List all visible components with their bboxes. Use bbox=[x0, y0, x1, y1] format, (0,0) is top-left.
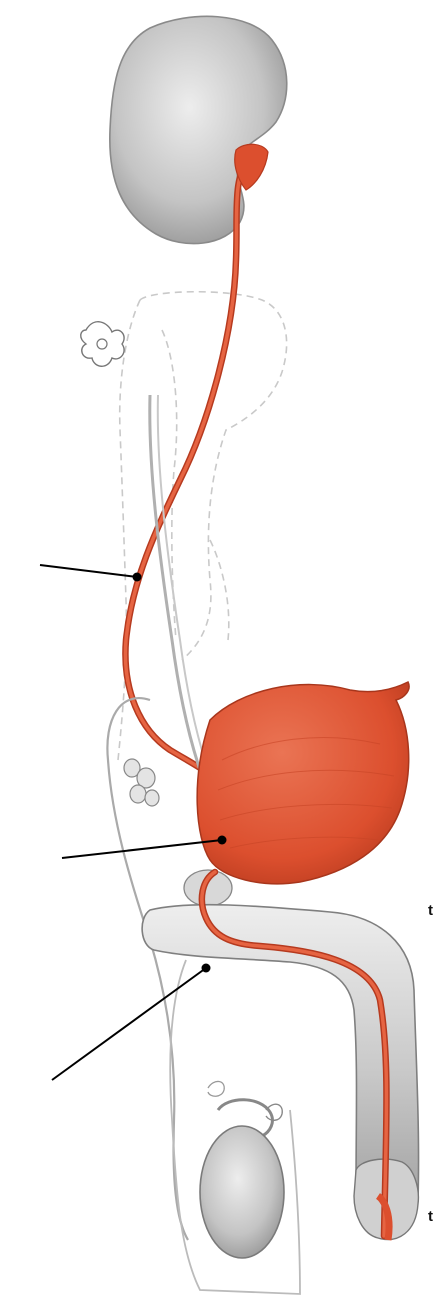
adrenal-gland bbox=[81, 322, 124, 367]
small-loop bbox=[208, 1081, 224, 1096]
testis bbox=[200, 1126, 284, 1258]
label-fragment-2: t bbox=[428, 1208, 433, 1225]
leader-line-bladder bbox=[62, 840, 222, 858]
kidney bbox=[110, 16, 287, 243]
seminal-vesicle bbox=[124, 759, 159, 806]
label-fragment-1: t bbox=[428, 902, 433, 919]
vas-deferens-2 bbox=[158, 395, 208, 770]
leader-line-urethra bbox=[52, 968, 206, 1080]
leader-dot-ureter bbox=[133, 573, 142, 582]
leader-dot-urethra bbox=[202, 964, 211, 973]
dashed-pelvic-outline bbox=[118, 292, 287, 760]
leader-lines bbox=[40, 565, 222, 1080]
leader-line-ureter bbox=[40, 565, 137, 577]
urinary-bladder bbox=[197, 682, 409, 884]
leader-dot-bladder bbox=[218, 836, 227, 845]
